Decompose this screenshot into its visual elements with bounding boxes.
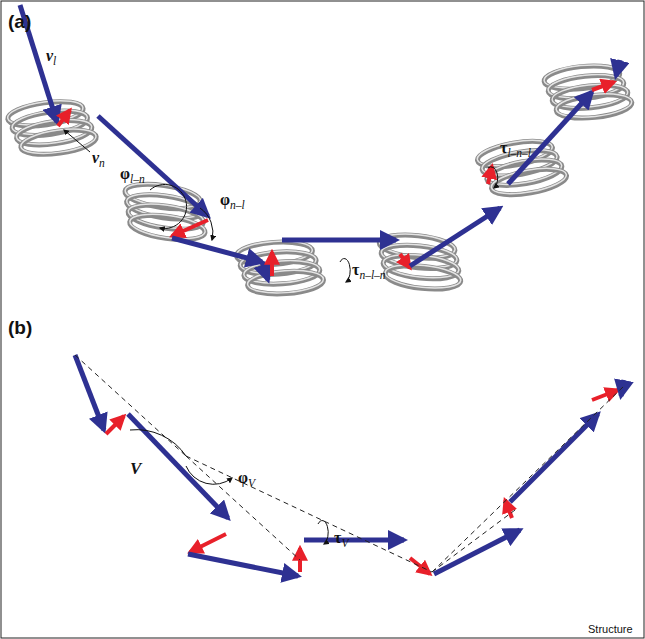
vectors (20, 5, 624, 576)
symbol-label: τl–n–l (500, 140, 531, 160)
symbol-label: τn–l–n (352, 262, 386, 282)
panel-label: (b) (8, 318, 32, 337)
symbol-label: vn (92, 150, 105, 170)
angle-marks (64, 130, 498, 544)
symbol-label: φl–n (120, 166, 145, 186)
symbol-label: φV (238, 470, 255, 490)
symbol-label: vl (46, 48, 56, 68)
axis-lines (75, 355, 624, 572)
symbol-label: V (130, 460, 141, 477)
helices (6, 61, 633, 297)
symbol-label: φn–l (220, 192, 245, 212)
symbol-label: τV (334, 530, 348, 550)
panel-label: (a) (8, 12, 31, 31)
watermark: Structure (588, 624, 633, 635)
